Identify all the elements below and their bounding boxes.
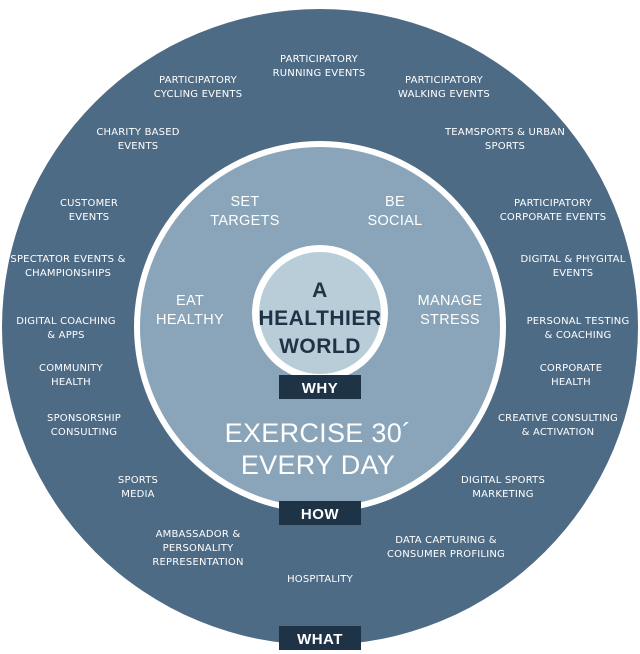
outer-item-line: CONSULTING	[51, 427, 117, 438]
outer-item-walking-events: PARTICIPATORY WALKING EVENTS	[398, 75, 490, 100]
outer-item-line: DIGITAL SPORTS	[461, 475, 545, 486]
core-text: A HEALTHIER WORLD	[258, 279, 381, 358]
outer-item-running-events: PARTICIPATORY RUNNING EVENTS	[273, 54, 366, 79]
middle-item-line: TARGETS	[210, 213, 280, 229]
middle-item-line: BE	[385, 194, 405, 210]
outer-item-line: REPRESENTATION	[152, 557, 243, 568]
outer-item-sports-marketing: DIGITAL SPORTS MARKETING	[461, 475, 545, 500]
outer-item-line: CORPORATE EVENTS	[500, 212, 607, 223]
outer-item-line: DATA CAPTURING &	[395, 535, 497, 546]
outer-item-ambassador: AMBASSADOR & PERSONALITY REPRESENTATION	[152, 529, 243, 568]
outer-item-corporate-health: CORPORATE HEALTH	[540, 363, 603, 388]
what-label: WHAT	[279, 626, 361, 650]
core-line-1: A	[312, 279, 328, 302]
outer-item-line: EVENTS	[118, 141, 159, 152]
how-label: HOW	[279, 501, 361, 525]
outer-item-data-capturing: DATA CAPTURING & CONSUMER PROFILING	[387, 535, 505, 560]
slogan-line-2: EVERY DAY	[241, 450, 395, 480]
outer-item-sponsorship: SPONSORSHIP CONSULTING	[47, 413, 121, 438]
what-label-bg	[279, 626, 361, 650]
outer-item-line: PARTICIPATORY	[159, 75, 238, 86]
outer-item-line: PARTICIPATORY	[514, 198, 593, 209]
outer-item-line: CHARITY BASED	[96, 127, 179, 138]
outer-item-line: AMBASSADOR &	[156, 529, 241, 540]
outer-item-digital-coaching: DIGITAL COACHING & APPS	[16, 316, 116, 341]
outer-item-line: HEALTH	[551, 377, 591, 388]
outer-item-line: SPONSORSHIP	[47, 413, 121, 424]
outer-item-line: TEAMSPORTS & URBAN	[444, 127, 565, 138]
middle-item-line: SOCIAL	[368, 213, 423, 229]
outer-item-line: CUSTOMER	[60, 198, 118, 209]
outer-item-teamsports: TEAMSPORTS & URBAN SPORTS	[444, 127, 565, 152]
outer-item-line: CONSUMER PROFILING	[387, 549, 505, 560]
slogan-line-1: EXERCISE 30´	[225, 418, 412, 448]
outer-item-line: CHAMPIONSHIPS	[25, 268, 111, 279]
outer-item-line: HOSPITALITY	[287, 574, 354, 585]
outer-item-line: COMMUNITY	[39, 363, 104, 374]
outer-item-line: PARTICIPATORY	[280, 54, 359, 65]
outer-item-corporate-events: PARTICIPATORY CORPORATE EVENTS	[500, 198, 607, 223]
middle-item-line: HEALTHY	[156, 312, 224, 328]
middle-item-manage-stress: MANAGE STRESS	[418, 293, 483, 328]
outer-item-line: DIGITAL & PHYGITAL	[521, 254, 626, 265]
outer-item-line: PERSONAL TESTING	[527, 316, 630, 327]
outer-item-line: PERSONALITY	[163, 543, 234, 554]
outer-item-line: EVENTS	[69, 212, 110, 223]
outer-item-line: DIGITAL COACHING	[16, 316, 116, 327]
middle-item-line: STRESS	[420, 312, 480, 328]
outer-item-line: & ACTIVATION	[522, 427, 595, 438]
middle-item-line: MANAGE	[418, 293, 483, 309]
outer-item-cycling-events: PARTICIPATORY CYCLING EVENTS	[154, 75, 243, 100]
outer-item-line: MARKETING	[472, 489, 533, 500]
outer-item-line: CORPORATE	[540, 363, 603, 374]
outer-item-line: EVENTS	[553, 268, 594, 279]
how-label-text: HOW	[301, 506, 340, 523]
why-label-text: WHY	[302, 380, 339, 397]
outer-item-line: SPORTS	[118, 475, 158, 486]
slogan: EXERCISE 30´ EVERY DAY	[225, 418, 412, 480]
outer-item-sports-media: SPORTS MEDIA	[118, 475, 158, 500]
outer-item-personal-testing: PERSONAL TESTING & COACHING	[527, 316, 630, 341]
outer-item-line: SPORTS	[485, 141, 525, 152]
core-circle	[259, 252, 381, 374]
outer-item-charity-events: CHARITY BASED EVENTS	[96, 127, 179, 152]
outer-item-spectator-events: SPECTATOR EVENTS & CHAMPIONSHIPS	[10, 254, 125, 279]
outer-item-customer-events: CUSTOMER EVENTS	[60, 198, 118, 223]
what-label-text: WHAT	[297, 631, 343, 648]
outer-item-line: CYCLING EVENTS	[154, 89, 243, 100]
outer-item-line: PARTICIPATORY	[405, 75, 484, 86]
outer-item-line: MEDIA	[121, 489, 154, 500]
how-label-bg	[279, 501, 361, 525]
outer-item-line: CREATIVE CONSULTING	[498, 413, 618, 424]
middle-item-eat-healthy: EAT HEALTHY	[156, 293, 224, 328]
outer-item-line: HEALTH	[51, 377, 91, 388]
core-line-2: HEALTHIER	[258, 307, 381, 330]
outer-item-hospitality: HOSPITALITY	[287, 574, 354, 585]
middle-item-line: EAT	[176, 293, 204, 309]
middle-item-line: SET	[230, 194, 259, 210]
why-label-bg	[279, 375, 361, 399]
outer-item-community-health: COMMUNITY HEALTH	[39, 363, 104, 388]
middle-item-be-social: BE SOCIAL	[368, 194, 423, 229]
outer-item-phygital-events: DIGITAL & PHYGITAL EVENTS	[521, 254, 626, 279]
outer-item-creative-consulting: CREATIVE CONSULTING & ACTIVATION	[498, 413, 618, 438]
outer-item-line: & APPS	[47, 330, 84, 341]
core-line-3: WORLD	[279, 335, 361, 358]
outer-item-line: SPECTATOR EVENTS &	[10, 254, 125, 265]
outer-item-line: & COACHING	[545, 330, 612, 341]
why-label: WHY	[279, 375, 361, 399]
middle-item-set-targets: SET TARGETS	[210, 194, 280, 229]
outer-item-line: WALKING EVENTS	[398, 89, 490, 100]
outer-item-line: RUNNING EVENTS	[273, 68, 366, 79]
